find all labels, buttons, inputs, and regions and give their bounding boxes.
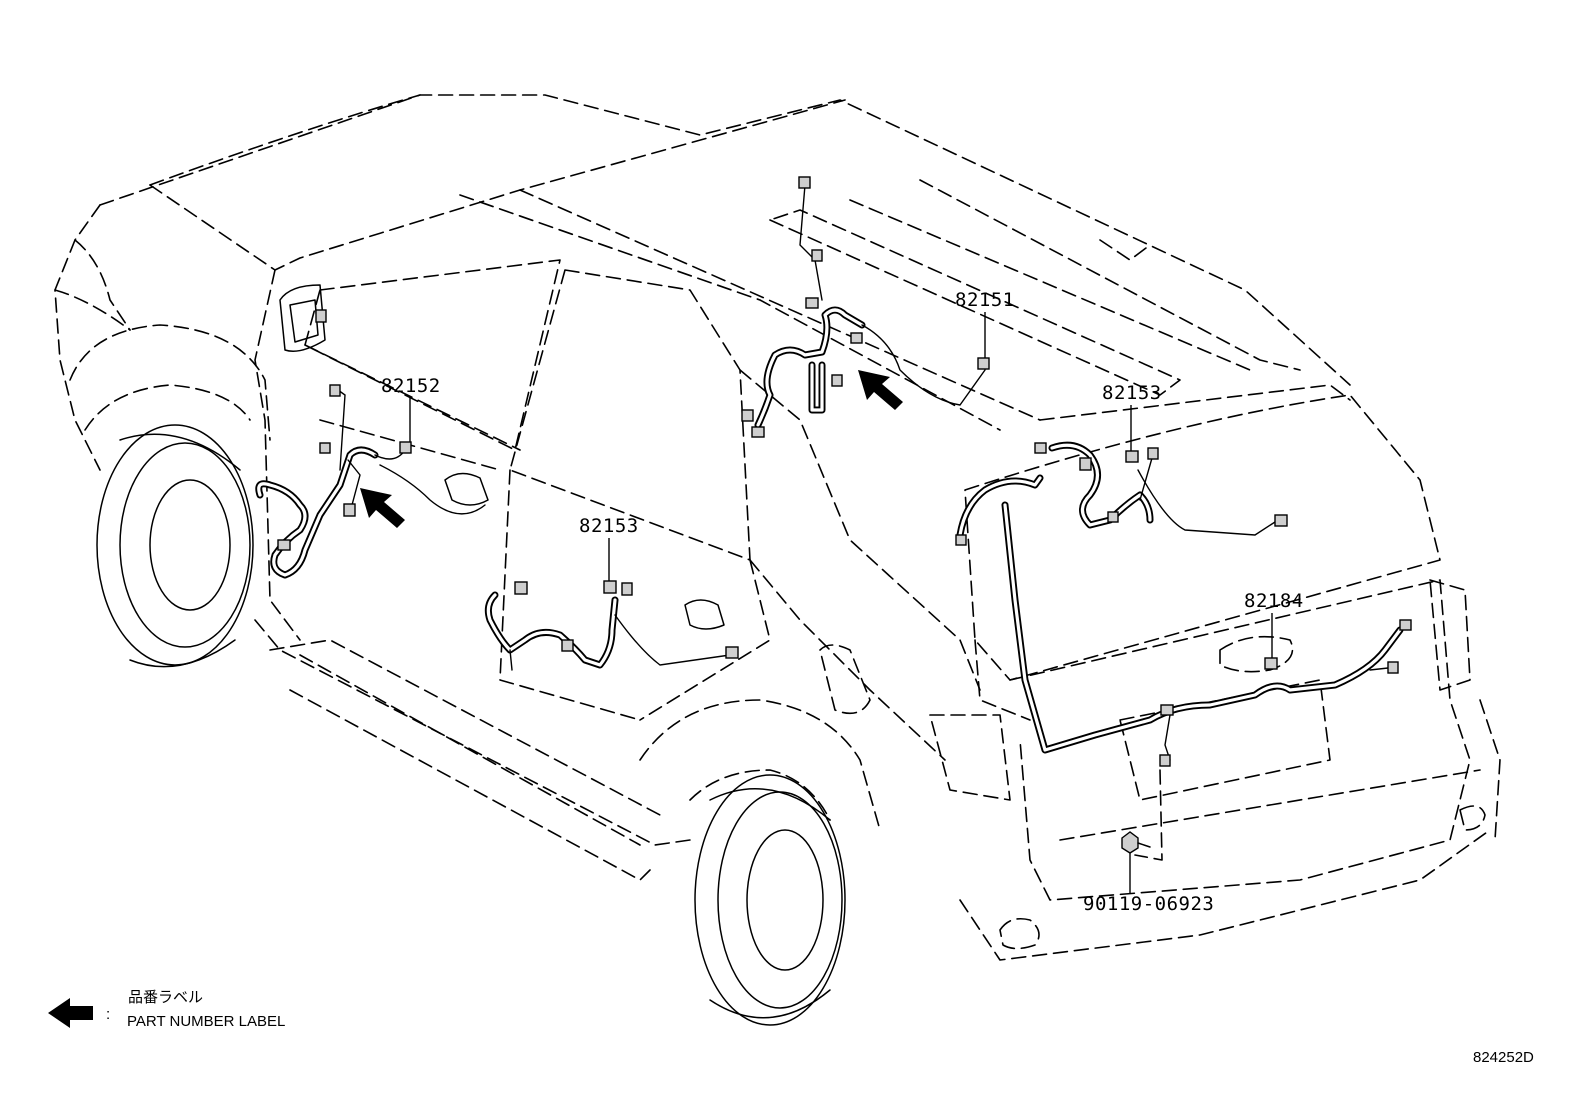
part-number-90119-06923: 90119-06923 <box>1083 893 1214 915</box>
harness-82152 <box>255 309 486 579</box>
callout-82152: 82152 <box>381 375 441 442</box>
part-number-label-arrow-front <box>360 488 405 528</box>
left-arrow-icon <box>48 998 93 1028</box>
legend-separator: : <box>106 1006 110 1023</box>
front-door-handle <box>444 472 489 506</box>
harness-82153-side <box>484 580 739 671</box>
harness-82153-rear <box>955 441 1288 546</box>
callout-82153-side: 82153 <box>579 515 639 581</box>
part-number-82152: 82152 <box>381 375 441 397</box>
part-number-label-arrow-roof <box>858 370 903 410</box>
rear-door-handle <box>684 599 725 630</box>
harness-82151 <box>741 176 990 438</box>
callout-90119-06923: 90119-06923 <box>1083 853 1214 915</box>
part-number-82153-side: 82153 <box>579 515 639 537</box>
bolt-90119 <box>1121 769 1163 861</box>
front-left-wheel <box>96 424 254 668</box>
callout-82184: 82184 <box>1244 590 1304 658</box>
legend-label-jp: 品番ラベル <box>128 989 203 1006</box>
rear-left-wheel <box>694 774 846 1026</box>
callout-82151: 82151 <box>955 289 1015 358</box>
part-number-82153-rear: 82153 <box>1102 382 1162 404</box>
part-number-82184: 82184 <box>1244 590 1304 612</box>
part-number-82151: 82151 <box>955 289 1015 311</box>
vehicle-outline <box>54 94 1501 961</box>
legend: : 品番ラベル PART NUMBER LABEL <box>48 989 285 1030</box>
diagram-reference-code: 824252D <box>1473 1049 1534 1066</box>
callout-82153-rear: 82153 <box>1102 382 1162 451</box>
side-mirror <box>279 284 326 352</box>
harness-82184 <box>1001 501 1412 767</box>
legend-label-en: PART NUMBER LABEL <box>127 1013 285 1030</box>
